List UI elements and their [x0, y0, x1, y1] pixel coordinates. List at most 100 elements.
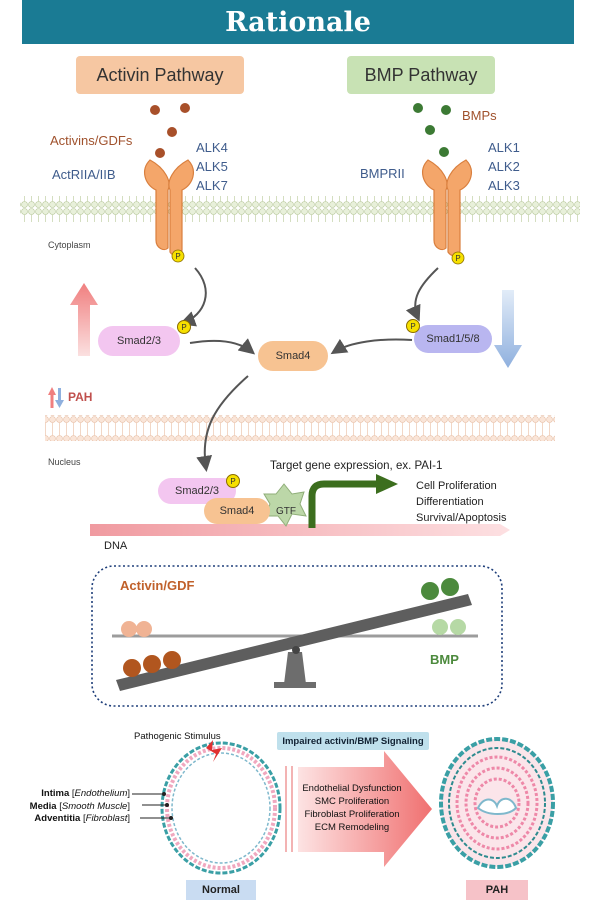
bmp-ligand-label: BMPs	[462, 108, 497, 123]
activin-ligand-label: Activins/GDFs	[50, 133, 133, 148]
title-banner: Rationale	[22, 0, 574, 44]
activin-to-smad23-arrow	[179, 267, 207, 327]
pah-down-icon	[55, 388, 64, 408]
smad4-cyto: Smad4	[258, 341, 328, 371]
outcome-proliferation: Cell Proliferation	[416, 480, 497, 492]
actriia-label: ActRIIA/IIB	[52, 167, 116, 182]
smad4-to-nucleus-arrow	[196, 375, 249, 472]
dna-strand	[90, 524, 510, 536]
bmp-pathway-box: BMP Pathway	[347, 56, 495, 94]
bmprii-label: BMPRII	[360, 166, 405, 181]
activin-alk-list: ALK4 ALK5 ALK7	[196, 138, 228, 195]
effect-fibroblast: Fibroblast Proliferation	[304, 809, 400, 820]
smad158-phospho-icon: P	[406, 319, 420, 333]
alk7-label: ALK7	[196, 178, 228, 193]
smad23-cyto: Smad2/3	[98, 326, 180, 356]
smad23-nucleus-phospho-label: P	[230, 476, 236, 486]
smad4-nucleus-label: Smad4	[219, 505, 255, 517]
smad23-phospho-icon: P	[177, 320, 191, 334]
alk5-label: ALK5	[196, 159, 228, 174]
smad158-cyto: Smad1/5/8	[414, 325, 492, 353]
progression-arrow	[285, 751, 432, 867]
nuclear-membrane	[45, 415, 555, 441]
stimulus-label: Pathogenic Stimulus	[134, 731, 221, 742]
smad158-to-smad4-arrow	[330, 338, 413, 355]
alk2-label: ALK2	[488, 159, 520, 174]
intima-name: Intima	[41, 788, 70, 799]
effect-smc: SMC Proliferation	[314, 796, 390, 807]
nucleus-label: Nucleus	[48, 457, 81, 467]
smad158-cyto-label: Smad1/5/8	[426, 333, 480, 345]
gtf-shape	[263, 483, 307, 527]
vessel-layer-labels: Intima [Endothelium] Media [Smooth Muscl…	[26, 788, 130, 826]
media-label: Media [Smooth Muscle]	[29, 800, 130, 812]
bmp-pathway-label: BMP Pathway	[364, 64, 478, 85]
normal-label: Normal	[202, 884, 240, 896]
smad23-phospho-label: P	[181, 322, 187, 332]
smad23-nucleus-label: Smad2/3	[174, 485, 220, 497]
alk1-label: ALK1	[488, 140, 520, 155]
normal-vessel	[160, 741, 282, 875]
alk4-label: ALK4	[196, 140, 228, 155]
svg-text:P: P	[455, 254, 460, 263]
outcome-list: Cell Proliferation Differentiation Survi…	[416, 478, 507, 526]
svg-text:P: P	[175, 252, 180, 261]
dna-label: DNA	[104, 540, 128, 552]
balance-bmp-label: BMP	[430, 652, 459, 667]
activin-up-arrow	[70, 283, 98, 356]
smad4-cyto-label: Smad4	[275, 350, 311, 362]
effect-endothelial: Endothelial Dysfunction	[302, 783, 402, 794]
outcome-differentiation: Differentiation	[416, 496, 484, 508]
activin-phospho-icon: P	[171, 249, 185, 263]
balance-scale	[112, 594, 478, 691]
bmp-down-arrow	[494, 290, 522, 368]
bmp-alk-list: ALK1 ALK2 ALK3	[488, 138, 520, 195]
intima-dot	[162, 792, 166, 796]
smad23-nucleus-phospho-icon: P	[226, 474, 240, 488]
adventitia-dot	[169, 816, 173, 820]
target-gene-label: Target gene expression, ex. PAI-1	[270, 460, 443, 472]
balance-pah-bmp-balls	[421, 578, 459, 600]
media-cell: Smooth Muscle	[61, 800, 128, 812]
smad23-to-smad4-arrow	[189, 338, 256, 355]
bmp-ligand-balls	[413, 103, 451, 157]
pah-legend-label: PAH	[68, 390, 93, 404]
bmp-phospho-icon: P	[451, 251, 465, 265]
transcription-arrow	[308, 480, 380, 528]
cytoplasm-label: Cytoplasm	[48, 240, 91, 250]
smad23-cyto-label: Smad2/3	[116, 335, 162, 347]
normal-tag: Normal	[186, 880, 256, 900]
effects-list: Endothelial Dysfunction SMC Proliferatio…	[292, 782, 412, 834]
balance-pah-activin-balls	[123, 651, 181, 677]
activin-pathway-label: Activin Pathway	[96, 64, 224, 85]
pah-up-icon	[48, 387, 56, 408]
intima-cell: Endothelium	[74, 788, 128, 799]
adventitia-cell: Fibroblast	[85, 813, 128, 824]
pah-tag: PAH	[466, 880, 528, 900]
smad158-phospho-label: P	[410, 321, 416, 331]
impaired-signaling-label: Impaired activin/BMP Signaling	[282, 735, 424, 747]
outcome-survival: Survival/Apoptosis	[416, 512, 507, 524]
activin-pathway-box: Activin Pathway	[76, 56, 244, 94]
gtf-label: GTF	[276, 506, 296, 517]
pah-label: PAH	[485, 884, 509, 896]
cell-membrane	[20, 196, 580, 222]
balance-activin-label: Activin/GDF	[120, 578, 195, 593]
pah-vessel	[439, 737, 555, 869]
transcription-arrowhead	[376, 474, 398, 494]
page-title: Rationale	[225, 6, 371, 38]
impaired-signaling-box: Impaired activin/BMP Signaling	[277, 732, 429, 750]
alk3-label: ALK3	[488, 178, 520, 193]
stimulus-bolt-icon	[206, 740, 222, 762]
activin-ligand-balls	[150, 103, 190, 158]
adventitia-label: Adventitia [Fibroblast]	[34, 813, 130, 824]
effect-ecm: ECM Remodeling	[314, 822, 390, 833]
intima-label: Intima [Endothelium]	[41, 788, 130, 799]
media-name: Media	[29, 800, 57, 812]
media-dot	[165, 803, 169, 807]
adventitia-name: Adventitia	[34, 813, 81, 824]
smad4-nucleus: Smad4	[204, 498, 270, 524]
balance-normal-activin-balls	[121, 621, 152, 637]
balance-normal-bmp-balls	[432, 619, 466, 635]
